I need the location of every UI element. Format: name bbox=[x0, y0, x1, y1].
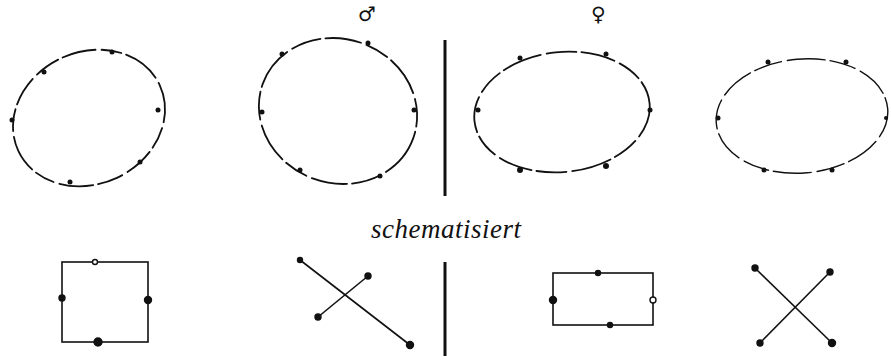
divider-line bbox=[444, 40, 447, 356]
chiasma-dots bbox=[59, 258, 836, 349]
schematic-figures bbox=[62, 260, 832, 345]
ring-bivalent bbox=[468, 43, 656, 181]
ring-bivalent bbox=[0, 25, 188, 211]
section-heading: schematisiert bbox=[371, 216, 521, 243]
ring-bivalent bbox=[711, 52, 891, 181]
sex-symbol: ♀ bbox=[591, 4, 606, 24]
ring-bivalent bbox=[238, 16, 438, 206]
sex-symbol: ♂ bbox=[358, 4, 376, 24]
chromomere-dots bbox=[10, 41, 889, 185]
